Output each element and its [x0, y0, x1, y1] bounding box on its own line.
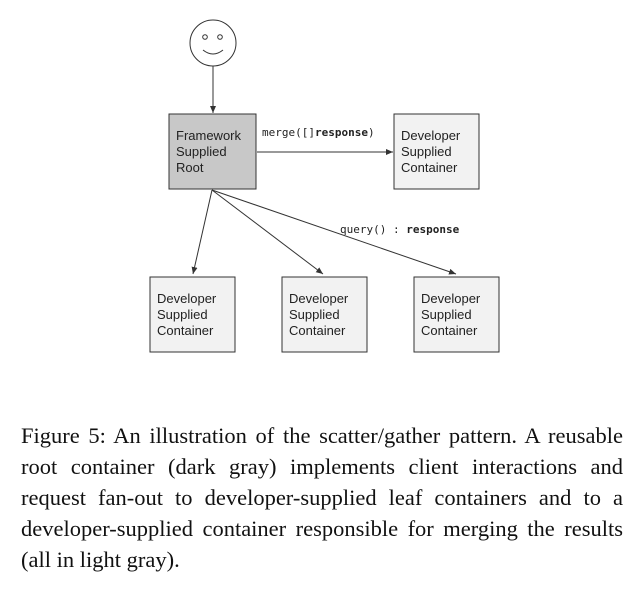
- leaf-container-3: Developer Supplied Container: [413, 276, 500, 353]
- root-container-box: [168, 113, 257, 190]
- root-to-leaf-1-arrow: [191, 189, 213, 275]
- figure-caption: Figure 5: An illustration of the scatter…: [21, 423, 623, 572]
- leaf-line-3: Container: [289, 323, 346, 338]
- leaf-container-box: [281, 276, 368, 353]
- edges: [191, 66, 457, 275]
- root-to-leaf-3-arrow: [211, 189, 457, 275]
- leaf-container-1: Developer Supplied Container: [149, 276, 236, 353]
- query-label: query() : response: [340, 223, 460, 236]
- leaf-line-1: Developer: [421, 291, 481, 306]
- leaf-line-2: Supplied: [289, 307, 340, 322]
- merger-line-2: Supplied: [401, 144, 452, 159]
- root-line-2: Supplied: [176, 144, 227, 159]
- merger-container-box: [393, 113, 480, 190]
- root-line-3: Root: [176, 160, 204, 175]
- leaf-container-2: Developer Supplied Container: [281, 276, 368, 353]
- leaf-container-box: [413, 276, 500, 353]
- leaf-line-2: Supplied: [157, 307, 208, 322]
- merger-line-1: Developer: [401, 128, 461, 143]
- scatter-gather-diagram: merge([]response) query() : response Fra…: [149, 19, 500, 353]
- leaf-line-1: Developer: [157, 291, 217, 306]
- leaf-line-1: Developer: [289, 291, 349, 306]
- merger-line-3: Container: [401, 160, 458, 175]
- merger-container: Developer Supplied Container: [393, 113, 480, 190]
- client-actor: [189, 19, 237, 67]
- leaf-line-3: Container: [157, 323, 214, 338]
- smiley-user-icon: [189, 19, 237, 67]
- merge-label: merge([]response): [262, 126, 375, 139]
- leaf-line-2: Supplied: [421, 307, 472, 322]
- root-container: Framework Supplied Root: [168, 113, 257, 190]
- leaf-container-box: [149, 276, 236, 353]
- root-line-1: Framework: [176, 128, 242, 143]
- leaf-line-3: Container: [421, 323, 478, 338]
- root-to-leaf-2-arrow: [211, 189, 324, 275]
